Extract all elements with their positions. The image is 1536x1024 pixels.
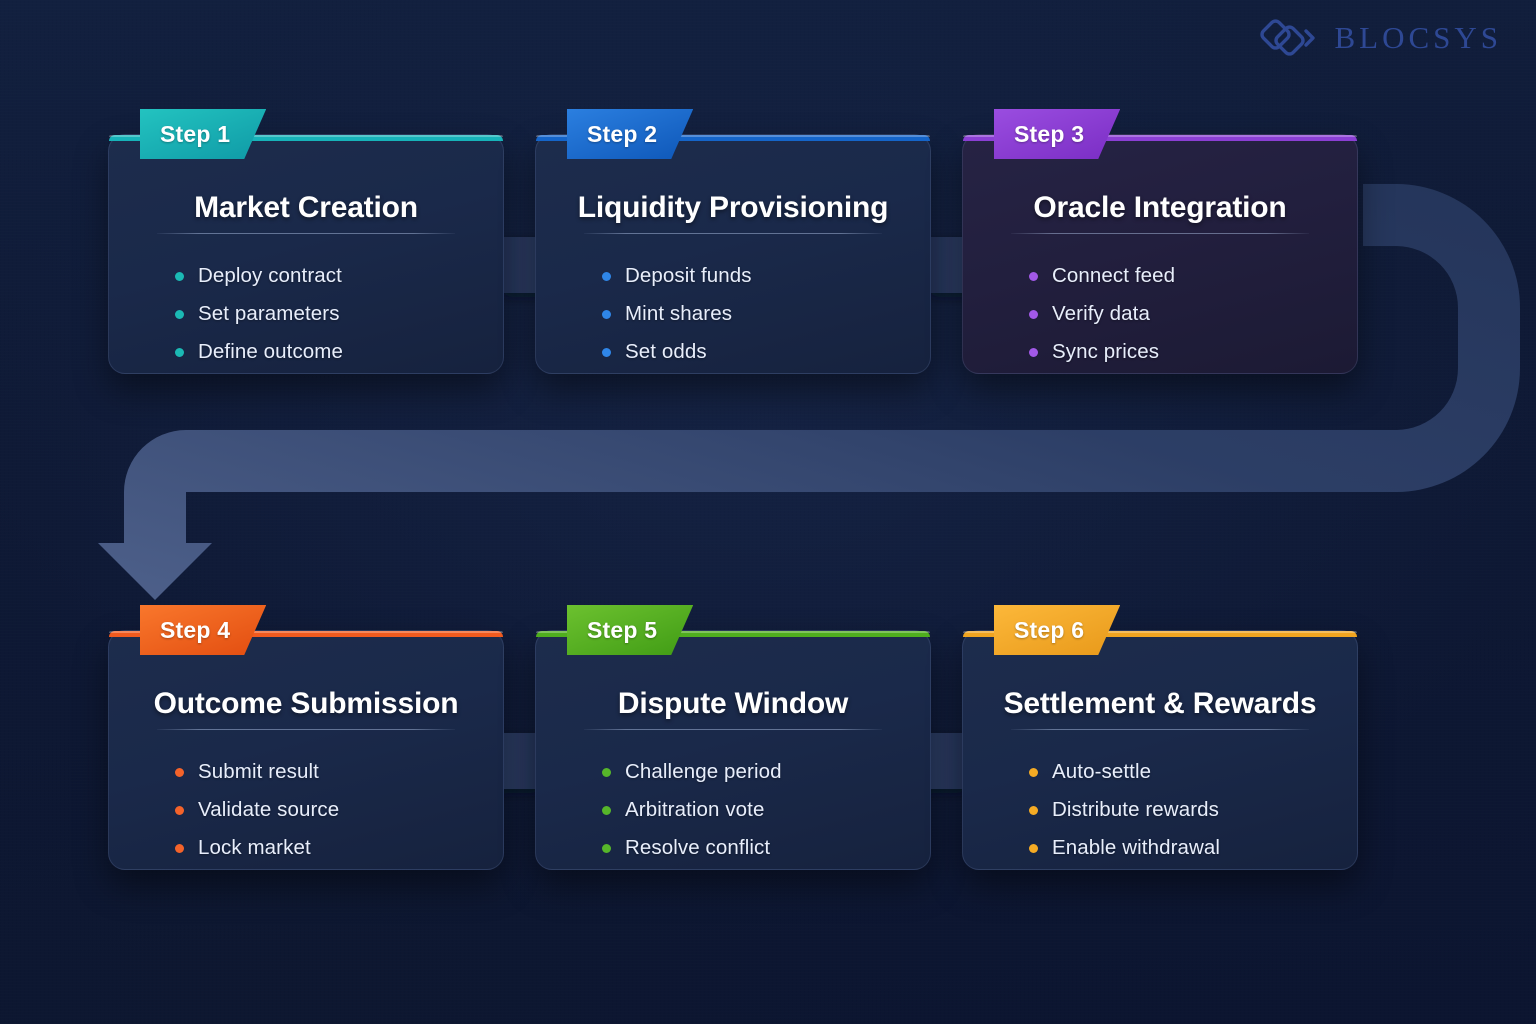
step-item: Validate source [175, 791, 481, 829]
step-item-label: Challenge period [625, 760, 782, 783]
title-divider [584, 233, 882, 234]
step-item: Challenge period [602, 753, 908, 791]
title-divider [584, 729, 882, 730]
bullet-dot-icon [175, 767, 184, 777]
step-item-label: Auto-settle [1052, 760, 1152, 783]
bullet-dot-icon [602, 271, 611, 281]
step-item-label: Verify data [1052, 302, 1150, 325]
step-item: Set parameters [175, 295, 481, 333]
step-item-label: Lock market [198, 836, 311, 859]
step-item: Enable withdrawal [1029, 829, 1335, 867]
step-item-label: Set odds [625, 340, 707, 363]
bullet-dot-icon [1029, 843, 1038, 853]
step-item: Sync prices [1029, 333, 1335, 371]
step-item-label: Submit result [198, 760, 319, 783]
step-item-label: Enable withdrawal [1052, 836, 1221, 859]
title-divider [1011, 233, 1309, 234]
step-item: Connect feed [1029, 257, 1335, 295]
step-item: Submit result [175, 753, 481, 791]
step-item: Auto-settle [1029, 753, 1335, 791]
step-item: Set odds [602, 333, 908, 371]
step-item-label: Set parameters [198, 302, 340, 325]
step-card-accent-bar [109, 631, 503, 637]
step-item-label: Mint shares [625, 302, 733, 325]
step-item-label: Distribute rewards [1052, 798, 1219, 821]
step-item: Lock market [175, 829, 481, 867]
step-card-title: Outcome Submission [153, 687, 459, 720]
step-card-accent-bar [963, 631, 1357, 637]
step-badge: Step 5 [567, 605, 693, 655]
bullet-dot-icon [602, 309, 611, 319]
bullet-dot-icon [175, 805, 184, 815]
step-item: Arbitration vote [602, 791, 908, 829]
step-item: Distribute rewards [1029, 791, 1335, 829]
step-item-label: Sync prices [1052, 340, 1160, 363]
step-item-label: Deposit funds [625, 264, 752, 287]
step-card-accent-bar [963, 135, 1357, 141]
bullet-dot-icon [175, 271, 184, 281]
step-item: Define outcome [175, 333, 481, 371]
step-item: Resolve conflict [602, 829, 908, 867]
step-item: Verify data [1029, 295, 1335, 333]
step-item-label: Resolve conflict [625, 836, 771, 859]
bullet-dot-icon [602, 843, 611, 853]
step-card-title: Settlement & Rewards [1003, 687, 1317, 720]
bullet-dot-icon [1029, 347, 1038, 357]
step-card-accent-bar [536, 135, 930, 141]
bullet-dot-icon [1029, 309, 1038, 319]
bullet-dot-icon [602, 767, 611, 777]
title-divider [157, 233, 455, 234]
brand-logo: BLOCSYS [1258, 14, 1502, 62]
bullet-dot-icon [175, 347, 184, 357]
step-badge: Step 4 [140, 605, 266, 655]
brand-name: BLOCSYS [1334, 20, 1502, 55]
step-card-title: Market Creation [194, 191, 418, 224]
step-badge: Step 1 [140, 109, 266, 159]
bullet-dot-icon [602, 805, 611, 815]
step-card-title: Dispute Window [617, 687, 849, 720]
arrow-step3-to-step4-curved [98, 184, 1520, 600]
bullet-dot-icon [1029, 805, 1038, 815]
step-card-accent-bar [536, 631, 930, 637]
step-card-accent-bar [109, 135, 503, 141]
step-card-title: Oracle Integration [1033, 191, 1287, 224]
bullet-dot-icon [602, 347, 611, 357]
step-item: Deploy contract [175, 257, 481, 295]
step-badge: Step 2 [567, 109, 693, 159]
step-item-label: Validate source [198, 798, 340, 821]
step-item-label: Arbitration vote [625, 798, 765, 821]
blocsys-interlocking-diamonds-logo-icon [1260, 19, 1316, 56]
step-badge: Step 3 [994, 109, 1120, 159]
step-item: Mint shares [602, 295, 908, 333]
step-item-label: Define outcome [198, 340, 343, 363]
step-badge: Step 6 [994, 605, 1120, 655]
bullet-dot-icon [1029, 767, 1038, 777]
title-divider [1011, 729, 1309, 730]
step-item: Deposit funds [602, 257, 908, 295]
step-card-title: Liquidity Provisioning [577, 191, 889, 224]
bullet-dot-icon [1029, 271, 1038, 281]
title-divider [157, 729, 455, 730]
bullet-dot-icon [175, 309, 184, 319]
bullet-dot-icon [175, 843, 184, 853]
step-item-label: Connect feed [1052, 264, 1176, 287]
step-item-label: Deploy contract [198, 264, 342, 287]
